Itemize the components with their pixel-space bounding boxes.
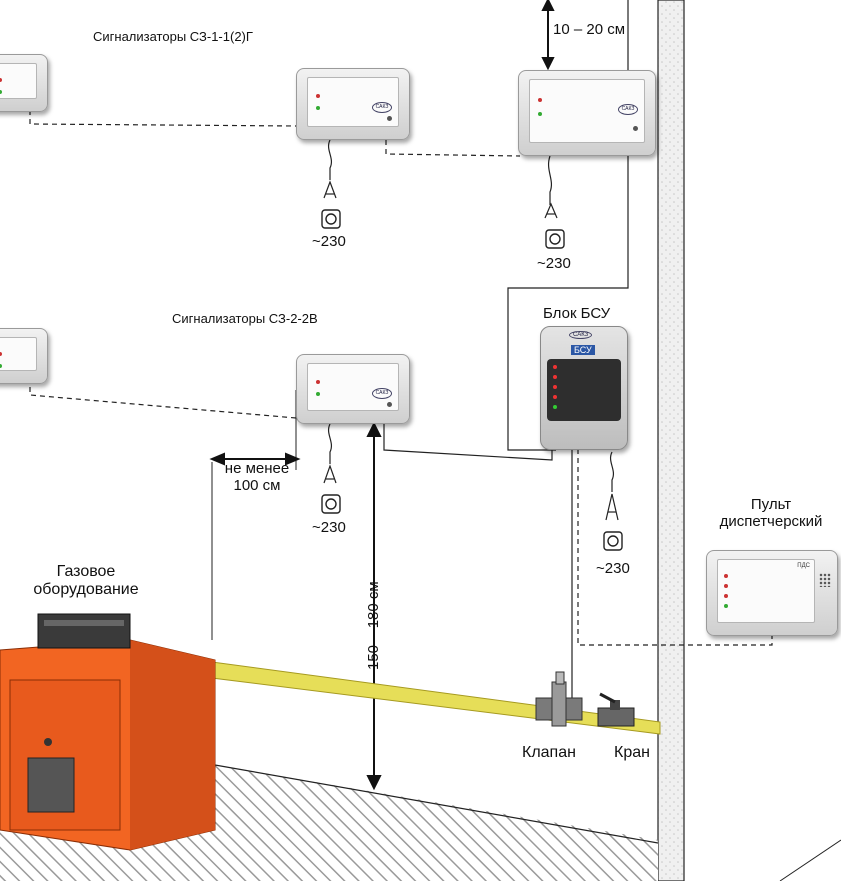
console-title: ПДС	[797, 563, 810, 569]
detector-sz1-b: САКЗ	[518, 70, 656, 156]
bsu-brand: БСУ	[571, 345, 595, 355]
detector-sz1-a: САКЗ	[296, 68, 410, 140]
valve	[535, 671, 583, 727]
distance-line-2: 100 см	[233, 476, 281, 494]
bsu-block: САКЗ БСУ	[540, 326, 628, 450]
distance-label: не менее 100 см	[218, 460, 296, 494]
tap	[597, 692, 635, 727]
bsu-logo: САКЗ	[569, 331, 593, 339]
wall	[657, 0, 685, 881]
power-label-c: ~230	[312, 519, 346, 536]
detector-sz2: САКЗ	[296, 354, 410, 424]
group2-label: Сигнализаторы СЗ-2-2В	[172, 311, 318, 326]
gas-line-1: Газовое	[56, 563, 116, 580]
gap-top-label: 10 – 20 см	[553, 21, 626, 38]
group1-label: Сигнализаторы СЗ-1-1(2)Г	[93, 29, 253, 44]
power-label-a: ~230	[312, 233, 346, 250]
valve-label: Клапан	[522, 744, 576, 761]
power-label-b: ~230	[537, 255, 571, 272]
console-label: Пульт диспетчерский	[706, 496, 836, 530]
gas-pipe	[211, 661, 661, 735]
power-label-d: ~230	[596, 560, 630, 577]
height-label: 150 – 180 см	[365, 581, 382, 670]
dispatcher-console: ПДС	[706, 550, 838, 636]
console-line-1: Пульт	[750, 496, 792, 513]
gas-line-2: оборудование	[33, 580, 139, 598]
detector-left-top	[0, 54, 48, 112]
detector-left-bottom	[0, 328, 48, 384]
bsu-label: Блок БСУ	[543, 305, 611, 322]
distance-line-1: не менее	[224, 460, 290, 477]
gas-boiler	[0, 613, 216, 851]
tap-label: Кран	[614, 744, 650, 761]
console-line-2: диспетчерский	[719, 512, 823, 530]
gas-equipment-label: Газовое оборудование	[14, 563, 158, 598]
